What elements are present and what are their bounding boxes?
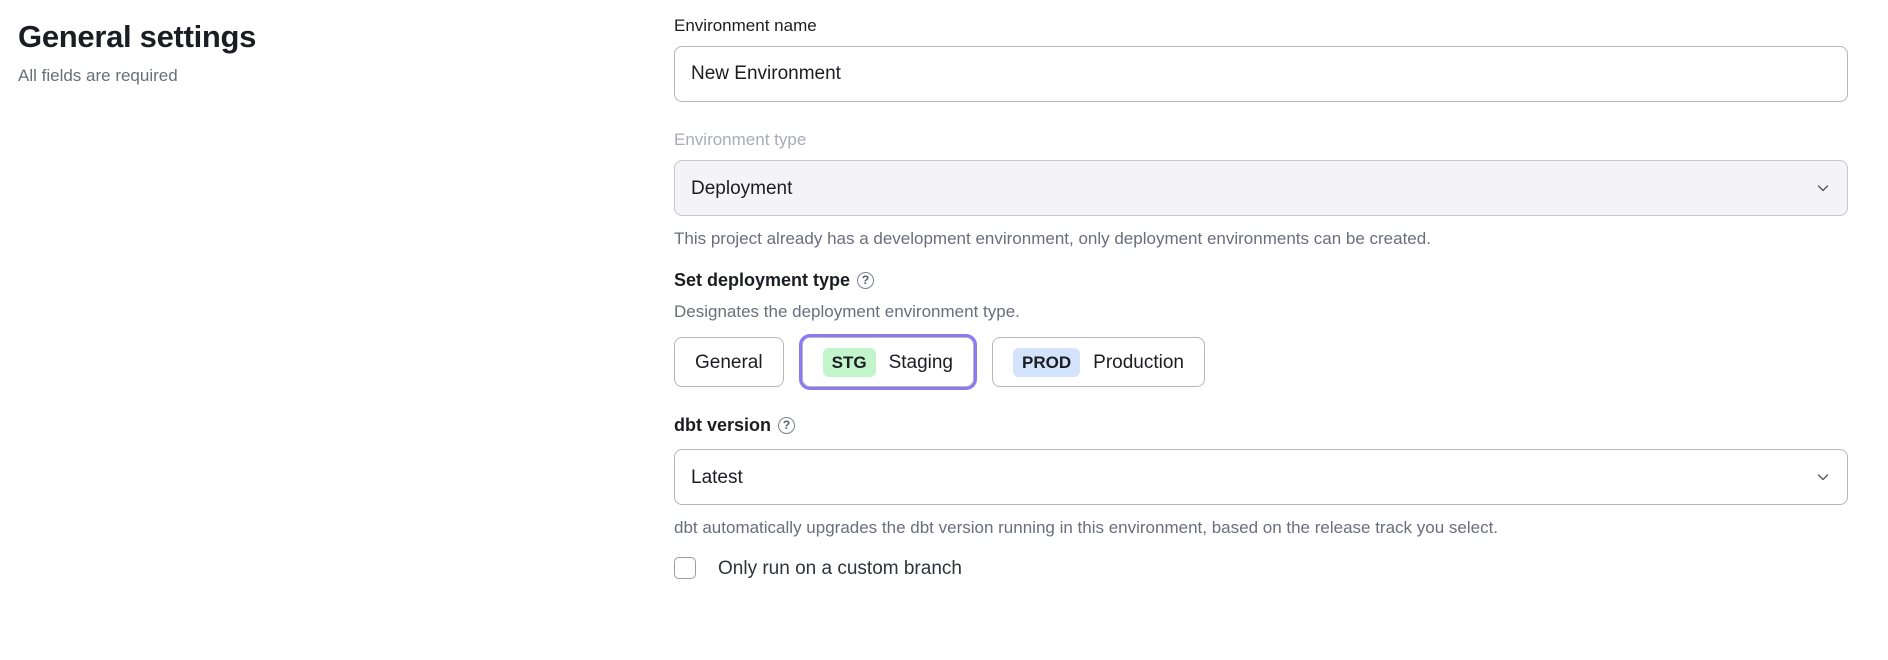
question-circle-icon[interactable]: ? — [778, 416, 796, 434]
custom-branch-label: Only run on a custom branch — [718, 557, 962, 579]
deployment-type-field: Set deployment type ? Designates the dep… — [674, 268, 1848, 387]
deployment-type-option-general[interactable]: General — [674, 337, 784, 387]
staging-badge: STG — [822, 347, 876, 377]
chevron-down-icon — [1815, 180, 1831, 196]
deployment-type-options: General STG Staging PROD Production — [674, 337, 1848, 387]
custom-branch-checkbox[interactable] — [674, 557, 696, 579]
deployment-type-label: Set deployment type — [674, 270, 851, 290]
deployment-type-option-production[interactable]: PROD Production — [992, 337, 1205, 387]
question-circle-icon[interactable]: ? — [857, 271, 875, 289]
environment-type-select[interactable]: Deployment — [674, 160, 1848, 216]
chevron-down-icon — [1815, 469, 1831, 485]
deployment-type-option-staging[interactable]: STG Staging — [801, 337, 975, 387]
settings-form: Environment name Environment type Deploy… — [674, 14, 1848, 579]
page-header: General settings All fields are required — [18, 18, 618, 87]
environment-type-label: Environment type — [674, 130, 807, 149]
environment-name-field: Environment name — [674, 14, 1848, 102]
environment-name-label: Environment name — [674, 16, 817, 35]
page-title: General settings — [18, 19, 257, 54]
production-badge: PROD — [1013, 347, 1081, 377]
dbt-version-select[interactable]: Latest — [674, 449, 1848, 505]
environment-type-value: Deployment — [691, 177, 793, 199]
deployment-type-option-label: General — [695, 351, 763, 373]
dbt-version-label: dbt version — [674, 415, 772, 435]
deployment-type-description: Designates the deployment environment ty… — [674, 302, 1020, 321]
deployment-type-option-label: Staging — [888, 351, 954, 373]
environment-type-help-text: This project already has a development e… — [674, 229, 1431, 248]
environment-name-input[interactable] — [674, 46, 1848, 102]
dbt-version-value: Latest — [691, 466, 743, 488]
dbt-version-heading: dbt version ? — [674, 413, 1848, 437]
custom-branch-row[interactable]: Only run on a custom branch — [674, 557, 1848, 579]
page-subtitle: All fields are required — [18, 66, 178, 85]
dbt-version-help-text: dbt automatically upgrades the dbt versi… — [674, 518, 1499, 537]
deployment-type-heading: Set deployment type ? — [674, 268, 1848, 292]
environment-type-field: Environment type Deployment This project… — [674, 128, 1848, 250]
deployment-type-option-label: Production — [1093, 351, 1184, 373]
dbt-version-field: dbt version ? Latest dbt automatically u… — [674, 413, 1848, 539]
